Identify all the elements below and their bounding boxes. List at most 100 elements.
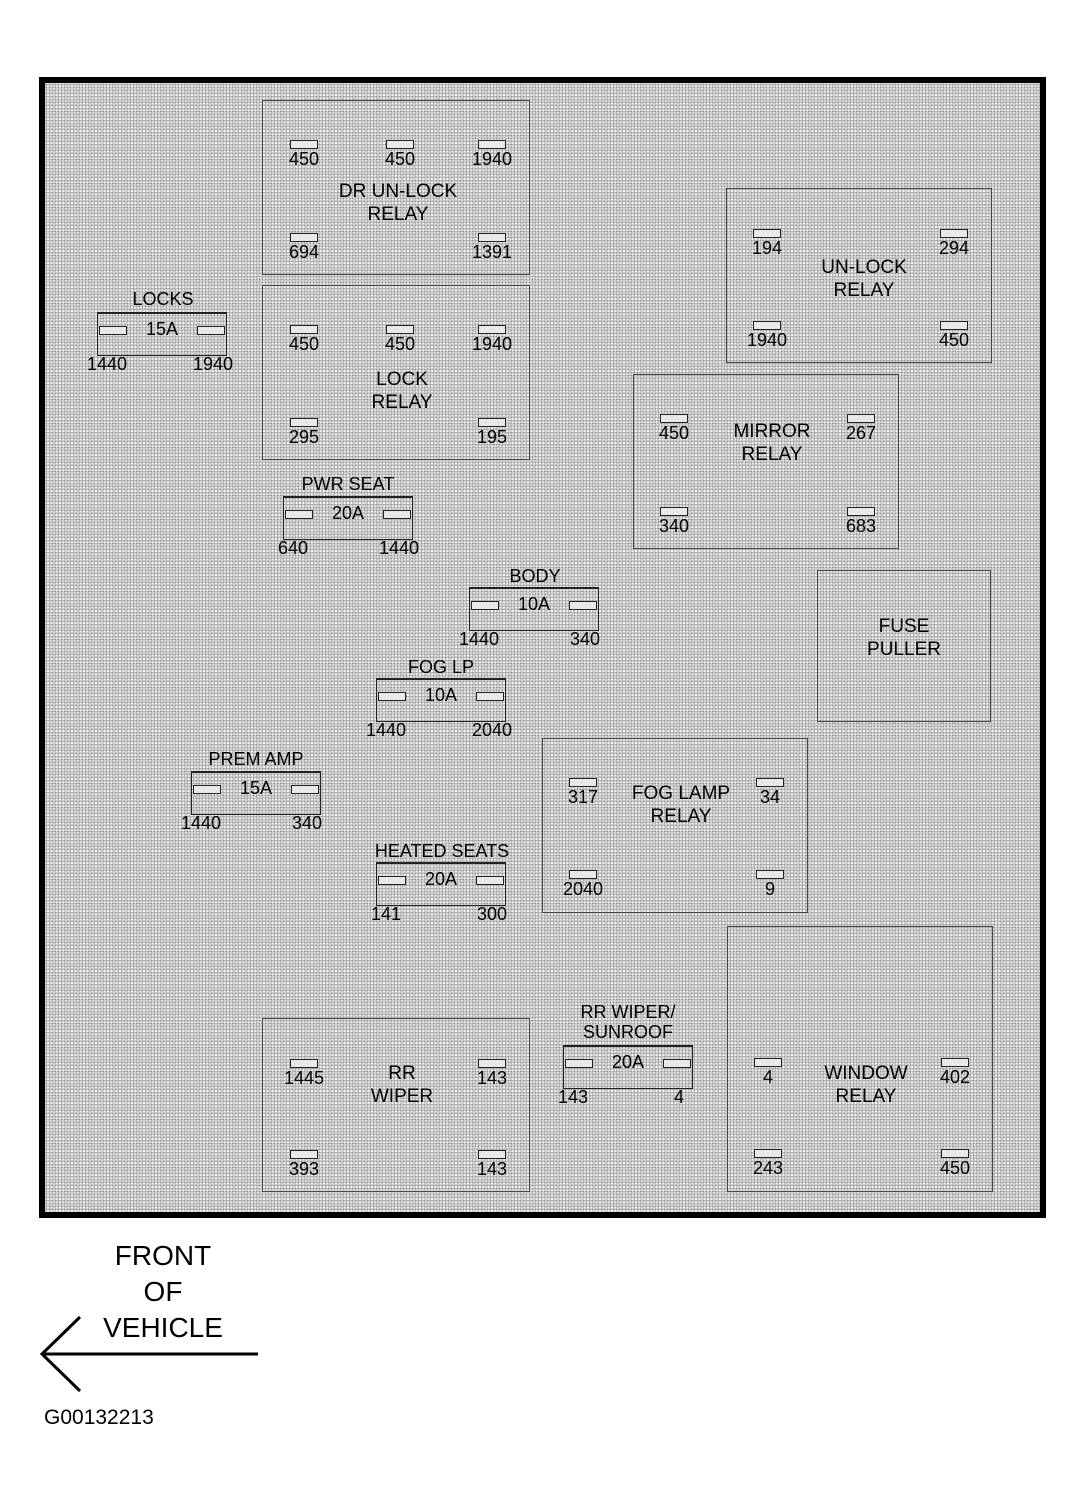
terminal-circuit-number: 450	[384, 334, 416, 354]
relay-terminal	[478, 140, 506, 149]
fog-lp-fuse	[376, 678, 506, 722]
fog-lp-fuse-name: FOG LP	[407, 657, 475, 677]
relay-terminal	[754, 1149, 782, 1158]
fuse-terminal-right	[476, 692, 504, 701]
rr-wiper-sunroof-fuse-rating: 20A	[611, 1052, 645, 1072]
fuse-left-circuit: 143	[557, 1087, 589, 1107]
terminal-circuit-number: 143	[476, 1068, 508, 1088]
front-of-vehicle-label: FRONT OF VEHICLE	[103, 1240, 223, 1343]
terminal-circuit-number: 450	[288, 149, 320, 169]
terminal-circuit-number: 1940	[746, 330, 788, 350]
pwr-seat-fuse	[283, 496, 413, 540]
arrow-left-icon	[39, 1315, 258, 1393]
fuse-block-panel	[39, 77, 1046, 1218]
fuse-left-circuit: 141	[370, 904, 402, 924]
fuse-left-circuit: 1440	[86, 354, 128, 374]
fog-lp-fuse-rating: 10A	[424, 685, 458, 705]
fuse-right-circuit: 1440	[378, 538, 420, 558]
fuse-terminal-right	[476, 876, 504, 885]
fuse-terminal-right	[383, 510, 411, 519]
fuse-puller-label: FUSE PULLER	[867, 616, 941, 660]
relay-terminal	[756, 870, 784, 879]
relay-terminal	[290, 1059, 318, 1068]
relay-terminal	[478, 325, 506, 334]
locks-fuse-rating: 15A	[145, 319, 179, 339]
terminal-circuit-number: 1445	[283, 1068, 325, 1088]
terminal-circuit-number: 450	[939, 1158, 971, 1178]
lock-relay-label: LOCK RELAY	[371, 369, 433, 413]
terminal-circuit-number: 294	[938, 238, 970, 258]
terminal-circuit-number: 317	[567, 787, 599, 807]
terminal-circuit-number: 1940	[471, 149, 513, 169]
window-relay-label: WINDOW RELAY	[824, 1063, 908, 1107]
relay-terminal	[290, 233, 318, 242]
heated-seats-fuse-rating: 20A	[424, 869, 458, 889]
fuse-right-circuit: 2040	[471, 720, 513, 740]
relay-terminal	[941, 1149, 969, 1158]
pwr-seat-fuse-rating: 20A	[331, 503, 365, 523]
figure-id: G00132213	[44, 1406, 154, 1429]
terminal-circuit-number: 694	[288, 242, 320, 262]
window-relay-box	[727, 926, 993, 1192]
relay-terminal	[386, 140, 414, 149]
fuse-left-circuit: 1440	[365, 720, 407, 740]
relay-terminal	[940, 321, 968, 330]
rr-wiper-relay-label: RR WIPER	[370, 1063, 434, 1107]
terminal-circuit-number: 195	[476, 427, 508, 447]
fuse-right-circuit: 340	[569, 629, 601, 649]
terminal-circuit-number: 450	[288, 334, 320, 354]
rr-wiper-sunroof-fuse-name: RR WIPER/ SUNROOF	[580, 1002, 676, 1042]
relay-terminal	[753, 321, 781, 330]
relay-terminal	[847, 414, 875, 423]
terminal-circuit-number: 194	[751, 238, 783, 258]
mirror-relay-box	[633, 374, 899, 549]
terminal-circuit-number: 4	[762, 1067, 774, 1087]
locks-fuse	[97, 312, 227, 356]
fuse-right-circuit: 300	[476, 904, 508, 924]
relay-terminal	[290, 140, 318, 149]
fuse-right-circuit: 340	[291, 813, 323, 833]
relay-terminal	[478, 1059, 506, 1068]
terminal-circuit-number: 1391	[471, 242, 513, 262]
relay-terminal	[290, 418, 318, 427]
fuse-terminal-left	[99, 326, 127, 335]
terminal-circuit-number: 683	[845, 516, 877, 536]
fuse-right-circuit: 4	[673, 1087, 685, 1107]
relay-terminal	[478, 418, 506, 427]
terminal-circuit-number: 295	[288, 427, 320, 447]
pwr-seat-fuse-name: PWR SEAT	[301, 474, 395, 494]
relay-terminal	[753, 229, 781, 238]
heated-seats-fuse	[376, 862, 506, 906]
fuse-terminal-left	[565, 1059, 593, 1068]
terminal-circuit-number: 450	[938, 330, 970, 350]
fuse-terminal-right	[569, 601, 597, 610]
dr-unlock-relay-label: DR UN-LOCK RELAY	[338, 181, 458, 225]
relay-terminal	[290, 325, 318, 334]
relay-terminal	[756, 778, 784, 787]
relay-terminal	[660, 507, 688, 516]
unlock-relay-box	[726, 188, 992, 363]
unlock-relay-label: UN-LOCK RELAY	[821, 257, 907, 301]
prem-amp-fuse-name: PREM AMP	[208, 749, 304, 769]
fuse-terminal-left	[378, 876, 406, 885]
relay-terminal	[941, 1058, 969, 1067]
terminal-circuit-number: 450	[384, 149, 416, 169]
prem-amp-fuse	[191, 771, 321, 815]
rr-wiper-sunroof-fuse	[563, 1045, 693, 1089]
relay-terminal	[660, 414, 688, 423]
fuse-right-circuit: 1940	[192, 354, 234, 374]
relay-terminal	[754, 1058, 782, 1067]
relay-terminal	[386, 325, 414, 334]
relay-terminal	[940, 229, 968, 238]
relay-terminal	[847, 507, 875, 516]
fog-lamp-relay-box	[542, 738, 808, 913]
lock-relay-box	[262, 285, 530, 460]
prem-amp-fuse-rating: 15A	[239, 778, 273, 798]
fuse-left-circuit: 1440	[458, 629, 500, 649]
dr-unlock-relay-box	[262, 100, 530, 275]
fuse-puller-box	[817, 570, 991, 722]
fog-lamp-relay-label: FOG LAMP RELAY	[631, 783, 731, 827]
fuse-terminal-left	[378, 692, 406, 701]
terminal-circuit-number: 143	[476, 1159, 508, 1179]
rr-wiper-relay-box	[262, 1018, 530, 1192]
